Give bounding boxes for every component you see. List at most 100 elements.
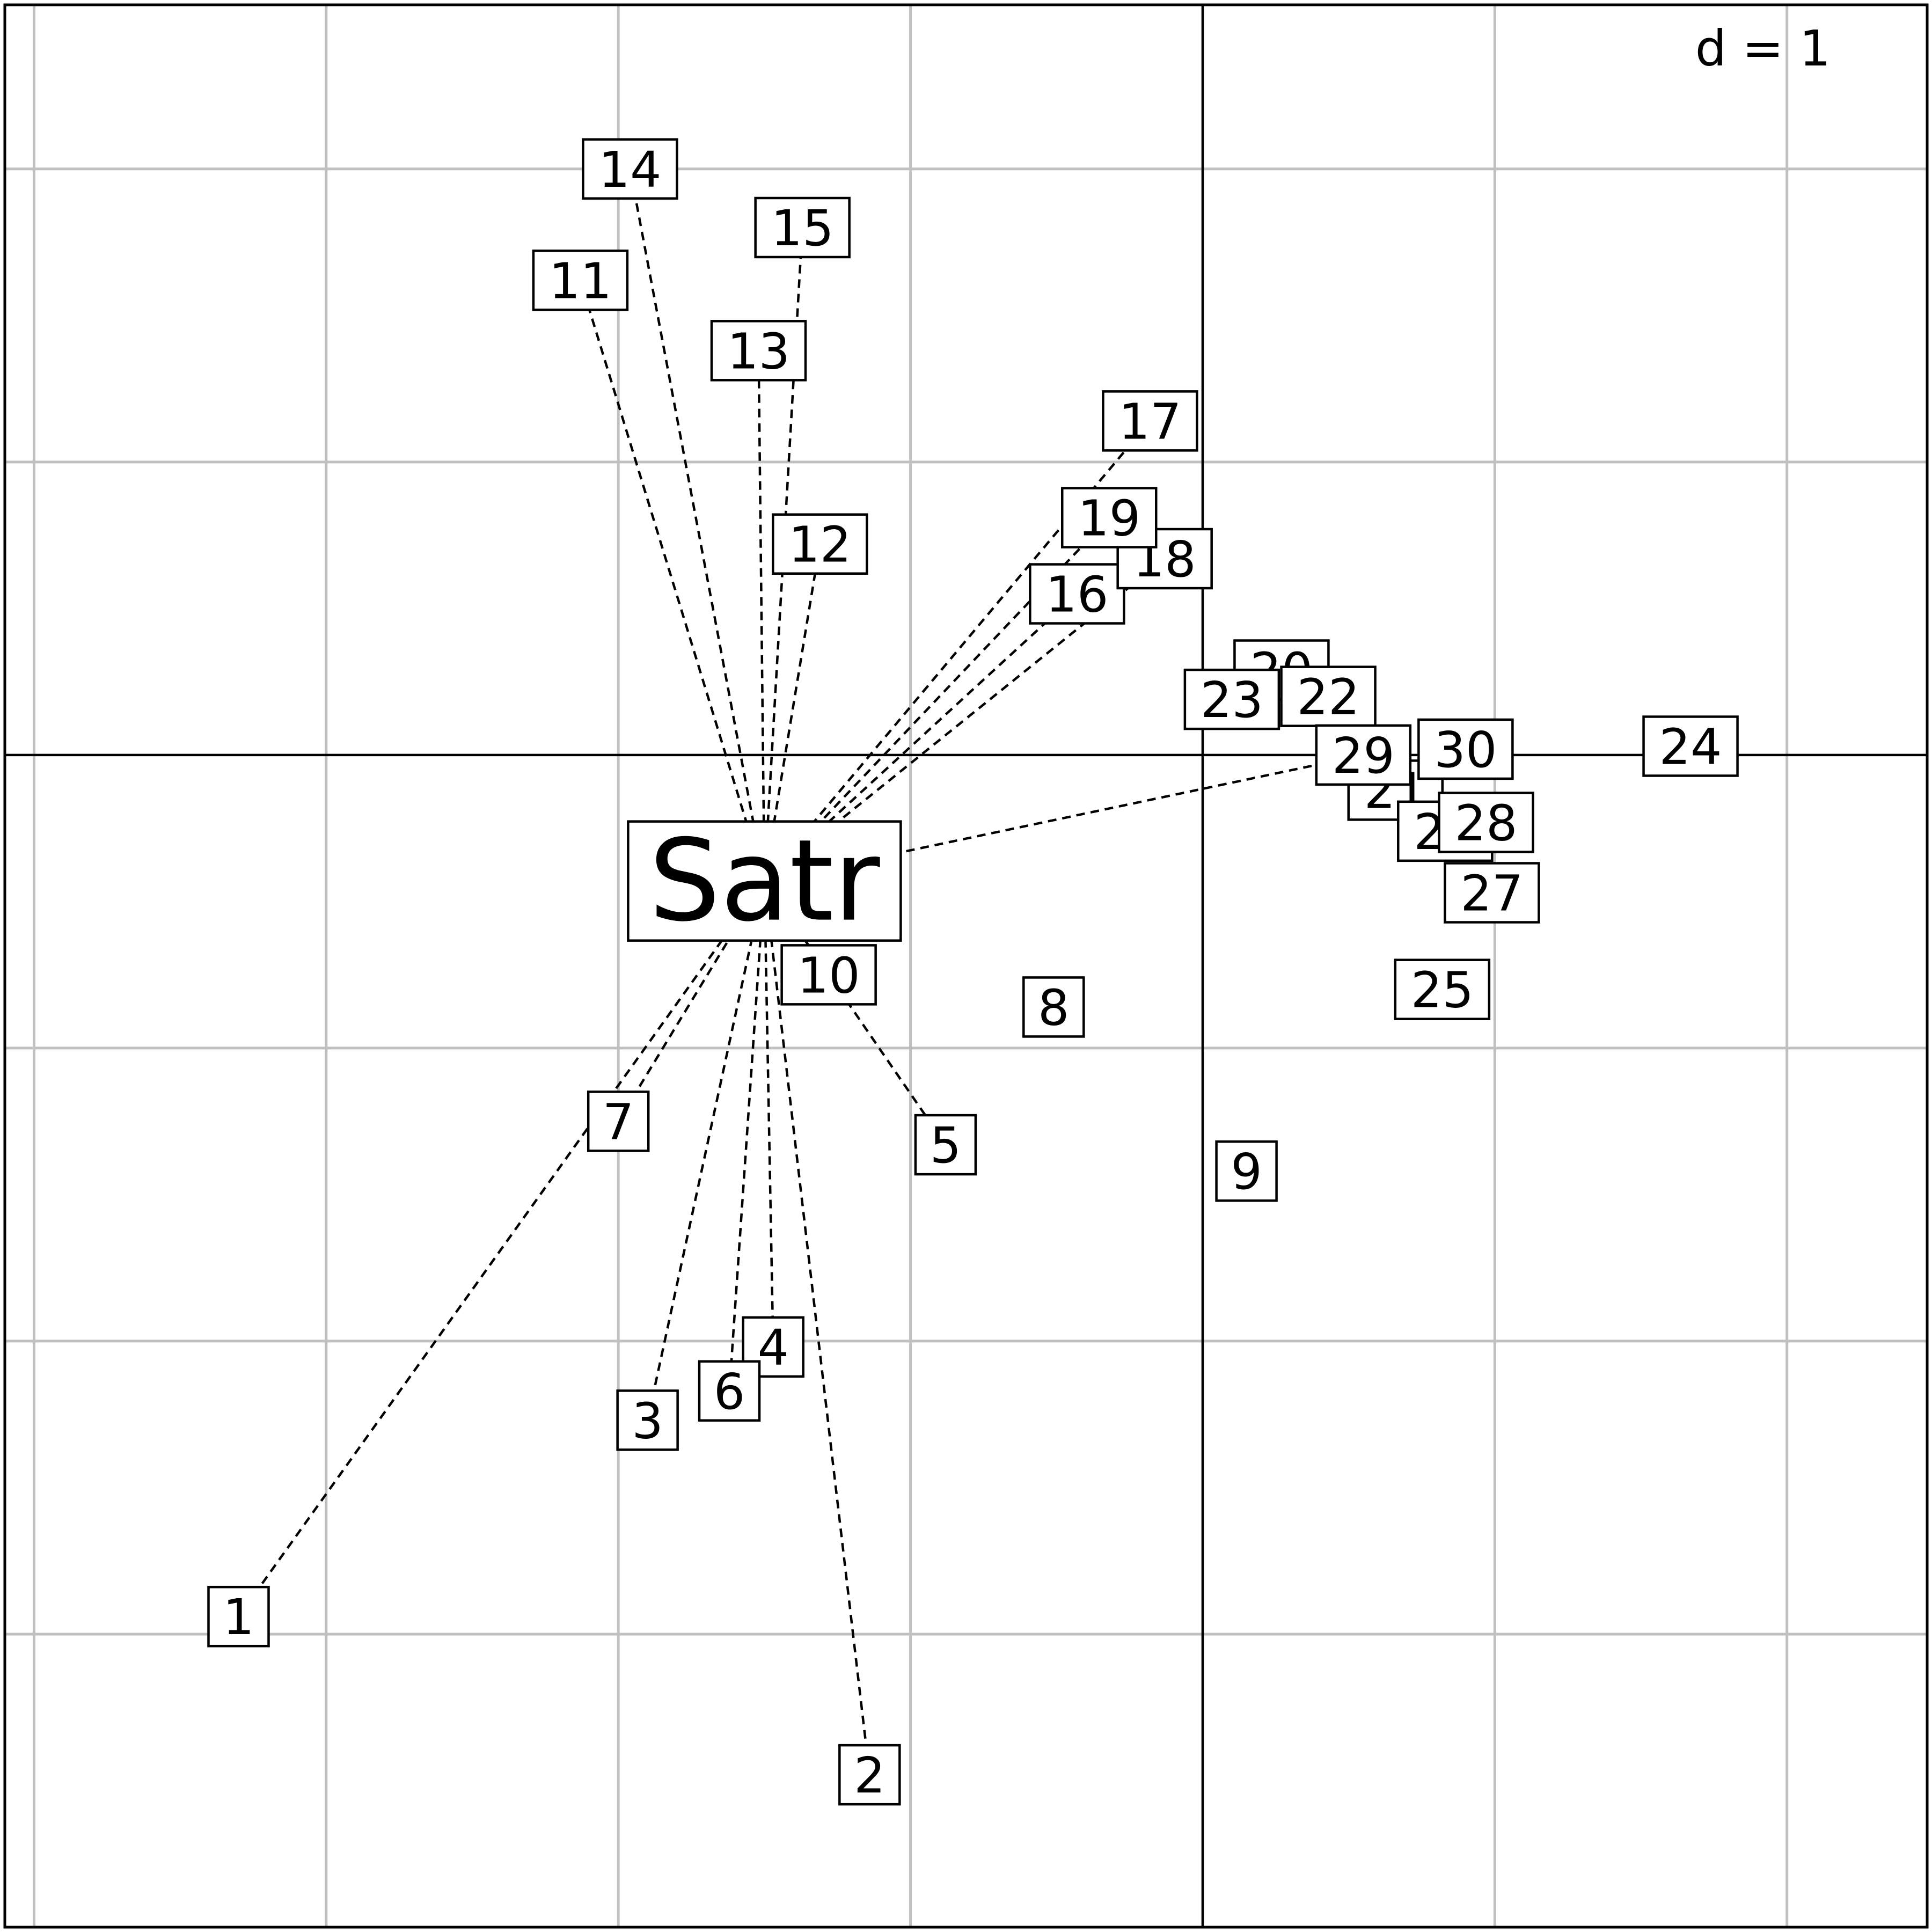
- point-label-box: [1394, 958, 1491, 1020]
- point-label-text: 5: [930, 1117, 962, 1174]
- point-label-box: [1029, 563, 1125, 625]
- point-label-box: [1444, 862, 1540, 924]
- point-label-box: [772, 513, 868, 575]
- point-label-text: 10: [797, 947, 860, 1004]
- point-label-9: 9: [1215, 1140, 1278, 1202]
- link-line-19: [763, 517, 1110, 882]
- link-line-13: [757, 350, 766, 881]
- point-label-text: 2: [854, 1747, 885, 1804]
- point-label-box: [1315, 724, 1412, 786]
- point-label-text: 13: [727, 323, 790, 380]
- link-line-14: [628, 169, 766, 882]
- point-label-box: [914, 1114, 977, 1176]
- point-label-box: [616, 1389, 679, 1451]
- point-label-box: [1102, 390, 1198, 452]
- point-label-text: 30: [1434, 721, 1497, 779]
- point-label-text: 28: [1454, 794, 1517, 852]
- centroid-label-box: [627, 820, 902, 942]
- point-label-19: 19: [1060, 487, 1158, 548]
- point-label-box: [698, 1360, 761, 1422]
- point-label-text: 17: [1118, 393, 1181, 450]
- point-label-box: [207, 1585, 270, 1648]
- point-label-text: 11: [549, 252, 612, 310]
- point-label-text: 6: [714, 1363, 745, 1421]
- link-line-4: [763, 881, 774, 1347]
- point-label-text: 1: [223, 1589, 254, 1646]
- point-label-5: 5: [914, 1114, 977, 1176]
- axis-layer: [5, 5, 1927, 1927]
- scale-label: d = 1: [1695, 20, 1831, 77]
- point-label-2: 2: [838, 1744, 901, 1806]
- point-label-text: 22: [1297, 669, 1359, 726]
- point-label-box: [1215, 1140, 1278, 1202]
- point-label-box: [1060, 487, 1158, 548]
- point-label-10: 10: [780, 944, 877, 1006]
- point-label-8: 8: [1022, 976, 1085, 1038]
- point-label-text: 15: [771, 200, 834, 257]
- point-label-text: 19: [1078, 490, 1140, 547]
- point-label-box: [838, 1744, 901, 1806]
- point-label-text: 25: [1411, 962, 1474, 1019]
- link-line-16: [763, 592, 1078, 882]
- point-label-text: 27: [1460, 865, 1523, 922]
- point-label-17: 17: [1102, 390, 1198, 452]
- point-label-text: 16: [1045, 566, 1108, 624]
- point-label-box: [754, 196, 851, 259]
- point-label-4: 4: [742, 1316, 804, 1378]
- point-label-text: 12: [788, 516, 851, 574]
- point-label-box: [1417, 718, 1514, 780]
- point-label-24: 24: [1642, 715, 1739, 777]
- link-line-1: [237, 880, 766, 1618]
- point-label-15: 15: [754, 196, 851, 259]
- point-label-30: 30: [1417, 718, 1514, 780]
- point-label-box: [1183, 668, 1280, 730]
- point-label-16: 16: [1029, 563, 1125, 625]
- point-label-box: [710, 320, 807, 382]
- point-label-text: 4: [757, 1319, 789, 1377]
- point-label-text: 24: [1659, 718, 1722, 775]
- point-label-27: 27: [1444, 862, 1540, 924]
- point-label-6: 6: [698, 1360, 761, 1422]
- link-line-5: [763, 880, 947, 1146]
- point-label-23: 23: [1183, 668, 1280, 730]
- point-label-1: 1: [207, 1585, 270, 1648]
- point-label-box: [1438, 792, 1534, 853]
- point-label-box: [1022, 976, 1085, 1038]
- scale-layer: d = 1: [1695, 20, 1831, 77]
- label-layer: 1234567891011121314151617181920212223242…: [207, 138, 1739, 1806]
- point-label-text: 9: [1231, 1143, 1262, 1201]
- point-label-text: 29: [1332, 727, 1395, 785]
- point-label-25: 25: [1394, 958, 1491, 1020]
- grid-layer: [5, 5, 1927, 1929]
- point-label-12: 12: [772, 513, 868, 575]
- point-label-text: 14: [598, 141, 661, 199]
- point-label-text: 3: [632, 1392, 663, 1450]
- point-label-box: [742, 1316, 804, 1378]
- link-line-3: [646, 881, 766, 1421]
- point-label-7: 7: [587, 1091, 650, 1152]
- point-label-box: [1642, 715, 1739, 777]
- point-label-text: 23: [1201, 671, 1263, 729]
- point-label-box: [587, 1091, 650, 1152]
- point-label-22: 22: [1280, 665, 1377, 727]
- point-label-11: 11: [532, 250, 629, 311]
- plot-frame: [3, 3, 1929, 1929]
- point-label-28: 28: [1438, 792, 1534, 853]
- link-line-11: [579, 280, 766, 882]
- point-label-box: [780, 944, 877, 1006]
- center-layer: Satr: [627, 815, 902, 947]
- point-label-box: [582, 138, 678, 200]
- point-label-14: 14: [582, 138, 678, 200]
- centroid-label: Satr: [627, 815, 902, 947]
- point-label-text: 8: [1038, 979, 1070, 1036]
- point-label-box: [532, 250, 629, 311]
- point-label-29: 29: [1315, 724, 1412, 786]
- point-label-box: [1280, 665, 1377, 727]
- link-line-2: [763, 881, 871, 1775]
- link-line-6: [728, 881, 766, 1391]
- point-label-13: 13: [710, 320, 807, 382]
- point-label-text: 7: [603, 1093, 634, 1151]
- centroid-label-text: Satr: [649, 815, 880, 947]
- point-label-3: 3: [616, 1389, 679, 1451]
